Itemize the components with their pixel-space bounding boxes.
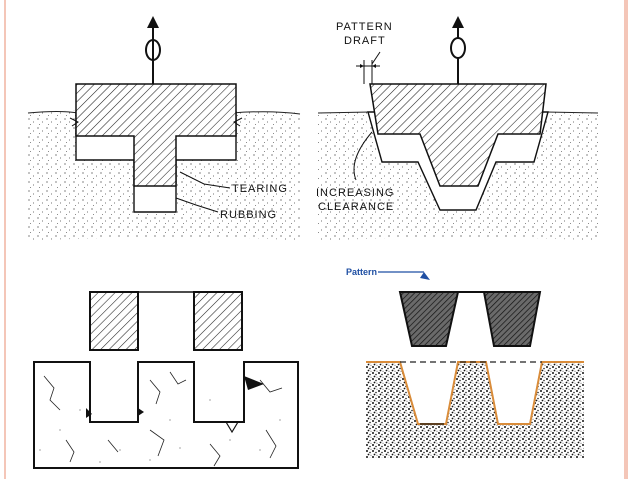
figure-bottom-left (33, 291, 299, 469)
up-arrow-with-hand-icon (145, 16, 161, 84)
label-pattern-blue: Pattern (346, 267, 377, 277)
pattern-tapered (369, 83, 547, 187)
label-tearing: TEARING (232, 183, 288, 195)
pattern-block-right (193, 291, 243, 351)
label-draft: DRAFT (344, 35, 386, 47)
pattern-block-left (89, 291, 139, 351)
arrow-right-down-icon (378, 271, 430, 280)
label-clearance: CLEARANCE (318, 201, 394, 213)
figure-top-right: PATTERN DRAFT INCREASING CLEARANCE (316, 16, 599, 240)
up-arrow-with-hand-icon-right (450, 16, 466, 84)
tapered-pattern-right (482, 291, 542, 347)
figure-bottom-right: Pattern (346, 267, 584, 458)
figure-top-left: TEARING RUBBING (27, 16, 301, 240)
pattern-t-shape (75, 83, 237, 187)
sand-mold-bottom-left (33, 361, 299, 469)
label-increasing: INCREASING (316, 187, 394, 199)
tapered-pattern-left (398, 291, 460, 347)
sand-mold-bottom-right (366, 362, 584, 458)
label-rubbing: RUBBING (220, 209, 277, 221)
label-pattern: PATTERN (336, 21, 393, 33)
